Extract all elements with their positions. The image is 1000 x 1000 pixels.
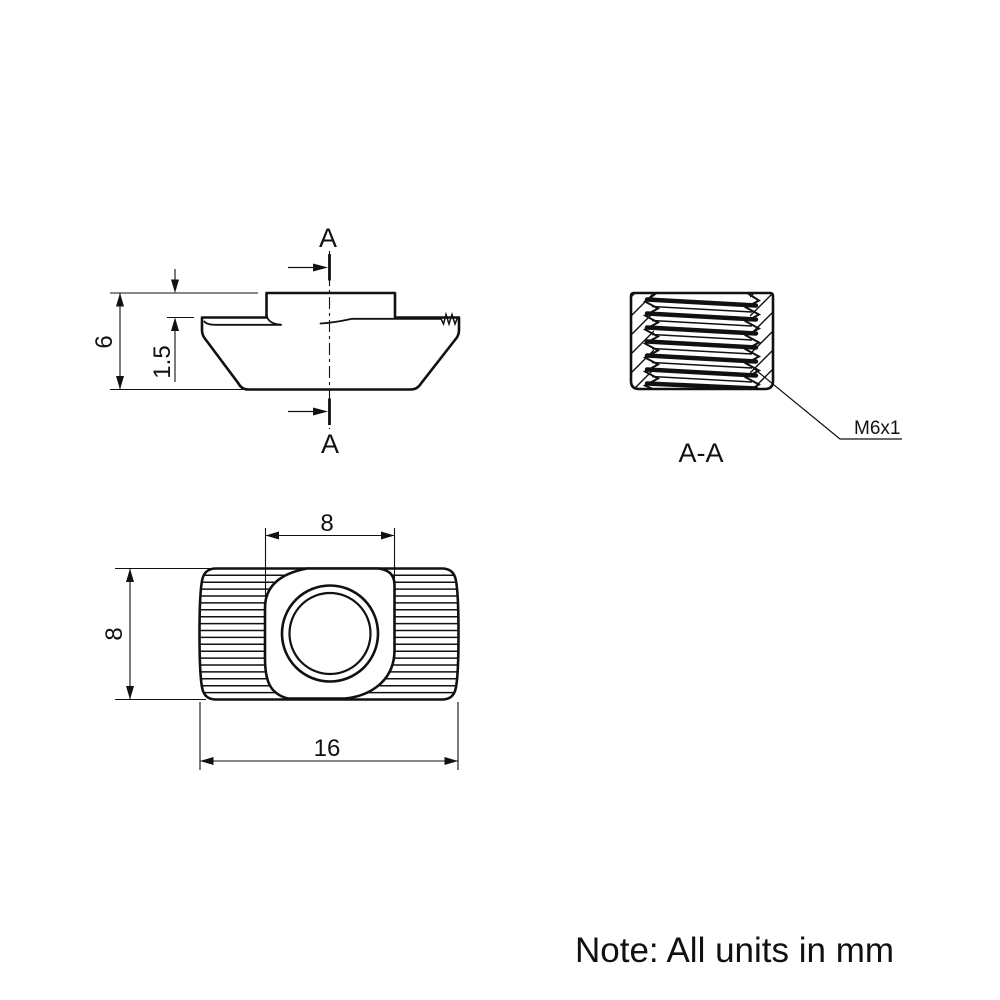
- dim-8-left-label: 8: [101, 627, 128, 640]
- side-view-face-edges: [203, 311, 459, 327]
- dimension-total-height: 6: [91, 292, 258, 391]
- thread-size-label: M6x1: [854, 418, 900, 439]
- section-view: M6x1 A-A: [629, 291, 902, 468]
- units-note: Note: All units in mm: [575, 931, 894, 970]
- section-label-bottom: A: [321, 429, 339, 459]
- side-view-outline: [200, 291, 461, 391]
- dim-8-top-label: 8: [320, 510, 333, 537]
- thread-callout: M6x1: [745, 361, 902, 440]
- boss-outline: [263, 567, 396, 700]
- section-arrow-bottom-icon: [313, 407, 328, 416]
- dim-16-label: 16: [314, 735, 341, 762]
- hole-outer-circle: [280, 584, 380, 683]
- dim-1-5-label: 1.5: [149, 345, 176, 378]
- top-view: 8 8 16: [101, 510, 460, 770]
- dimension-body-width: 8: [101, 567, 216, 701]
- dimension-neck-width: 8: [264, 510, 396, 618]
- serration-mark: [440, 311, 459, 327]
- section-cut-marks: A A: [288, 223, 339, 459]
- dimension-head-height: 1.5: [149, 269, 194, 382]
- hole-inner-circle: [288, 591, 372, 676]
- section-arrow-top-icon: [313, 263, 328, 272]
- section-label-top: A: [319, 223, 337, 253]
- section-outline: [629, 291, 775, 391]
- dimension-body-length: 16: [199, 702, 459, 770]
- top-view-outline: [198, 567, 460, 701]
- section-view-title: A-A: [678, 438, 723, 468]
- side-view: A A 6 1.5: [91, 223, 461, 459]
- thread-profile: [642, 293, 762, 389]
- dim-6-label: 6: [91, 335, 118, 348]
